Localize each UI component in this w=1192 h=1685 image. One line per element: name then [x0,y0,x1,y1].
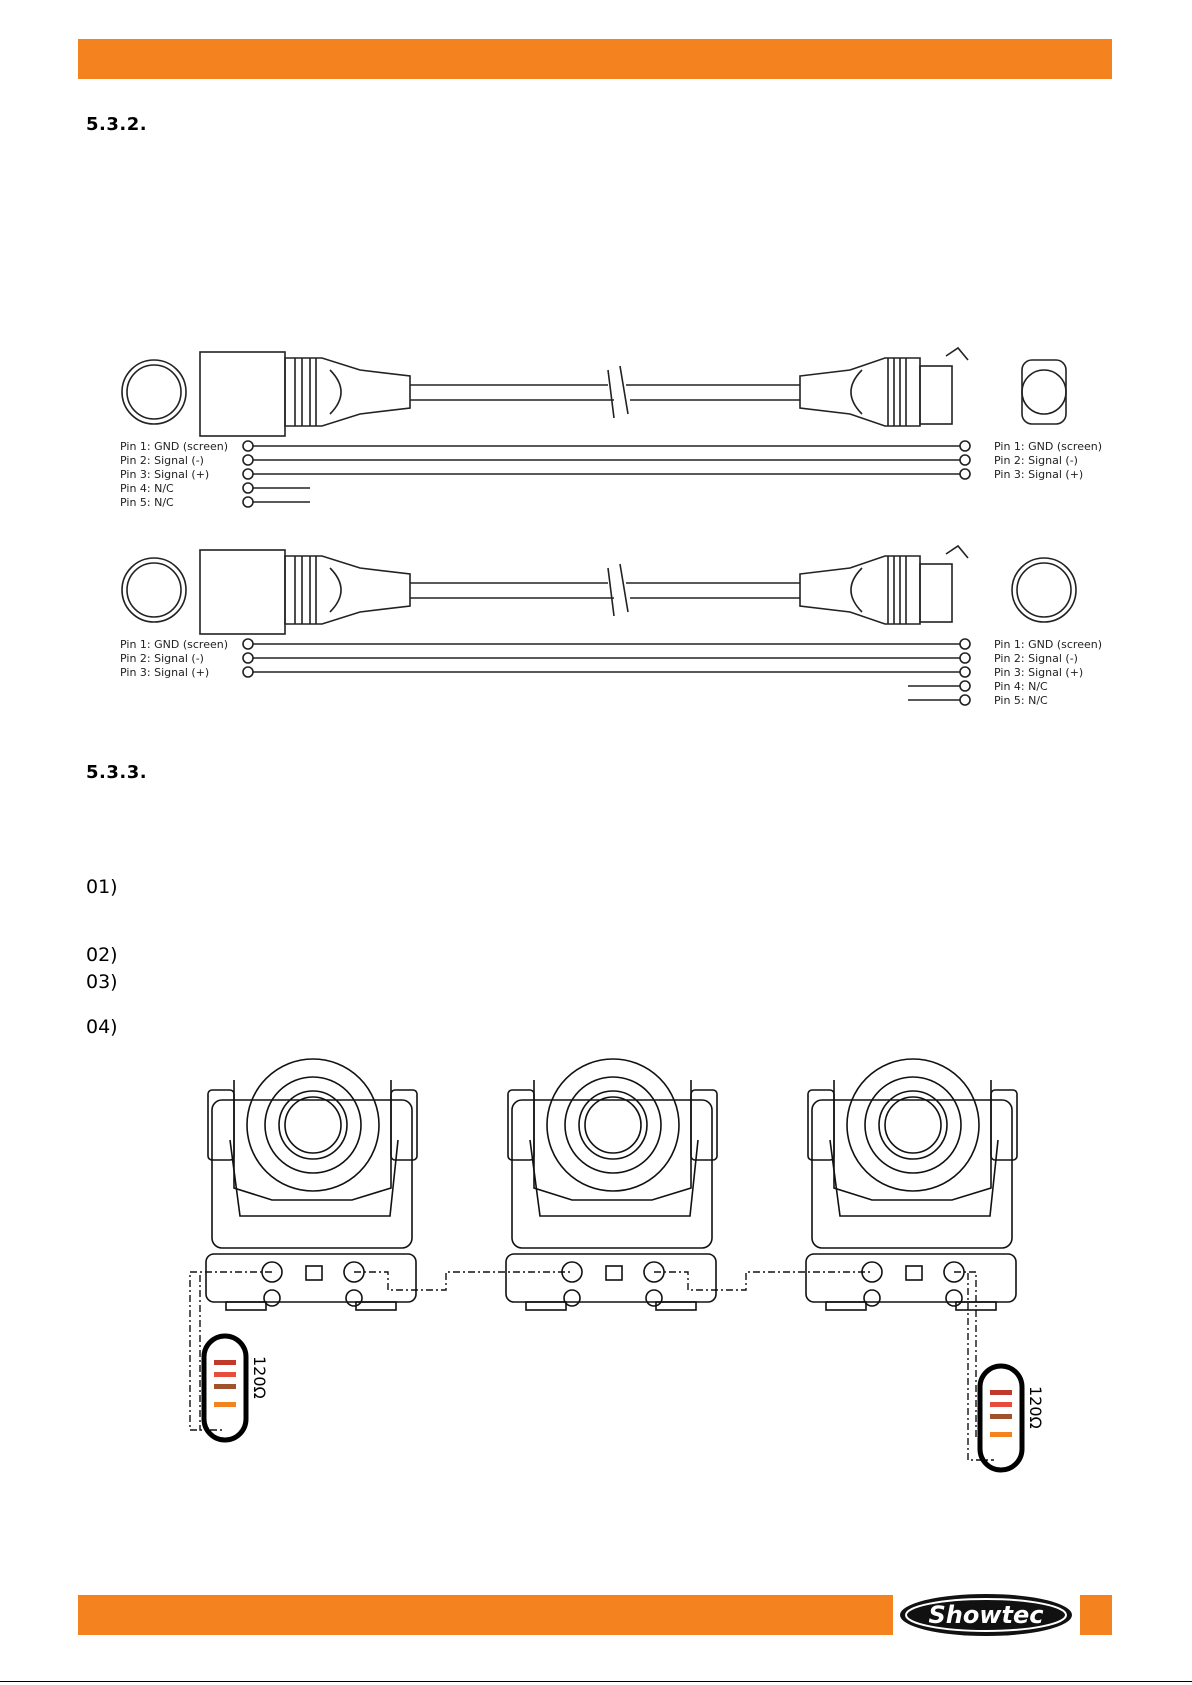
pin-label: Pin 1: GND (screen) [994,440,1102,453]
dmx-link-cable [654,1271,872,1291]
showtec-logo: Showtec [900,1594,1072,1636]
pin-label: Pin 3: Signal (+) [994,468,1083,481]
section-number-cable: 5.3.2. [86,114,148,135]
step-number: 01) [86,876,118,898]
step-number: 04) [86,1016,118,1038]
moving-head-fixture-3 [805,1058,1018,1311]
pin-label: Pin 4: N/C [120,482,174,495]
pin-label: Pin 4: N/C [994,680,1048,693]
pin-label: Pin 2: Signal (-) [120,454,204,467]
moving-head-fixture-2 [505,1058,718,1311]
terminator-left: 120Ω [201,1333,269,1443]
pin-label: Pin 1: GND (screen) [120,638,228,651]
svg-text:Showtec: Showtec [928,1601,1043,1629]
terminator-cable [954,1271,994,1461]
pin-label: Pin 3: Signal (+) [120,666,209,679]
step-number: 02) [86,944,118,966]
page-bottom-rule [0,1681,1192,1682]
pin-label: Pin 2: Signal (-) [120,652,204,665]
resistor-value: 120Ω [1026,1386,1045,1429]
step-number: 03) [86,971,118,993]
dmx-cable-diagram: Pin 1: GND (screen) Pin 2: Signal (-) Pi… [120,346,1102,707]
resistor-value: 120Ω [250,1356,269,1399]
pin-label: Pin 3: Signal (+) [994,666,1083,679]
dmx-link-cable [354,1271,572,1291]
pin-label: Pin 2: Signal (-) [994,454,1078,467]
pin-label: Pin 5: N/C [120,496,174,509]
pin-label: Pin 1: GND (screen) [120,440,228,453]
pin-label: Pin 5: N/C [994,694,1048,707]
pin-label: Pin 2: Signal (-) [994,652,1078,665]
header-bar [78,39,1112,79]
footer-bar [78,1595,893,1635]
terminator-cable [189,1271,272,1431]
dmx-chain-diagram: 120Ω 120Ω [189,1058,1045,1473]
footer-bar-tail [1080,1595,1112,1635]
pin-label: Pin 1: GND (screen) [994,638,1102,651]
moving-head-fixture-1 [205,1058,418,1311]
terminator-right: 120Ω [977,1363,1045,1473]
section-number-termination: 5.3.3. [86,762,148,783]
pin-label: Pin 3: Signal (+) [120,468,209,481]
connector-face-5pin-male [121,359,187,425]
